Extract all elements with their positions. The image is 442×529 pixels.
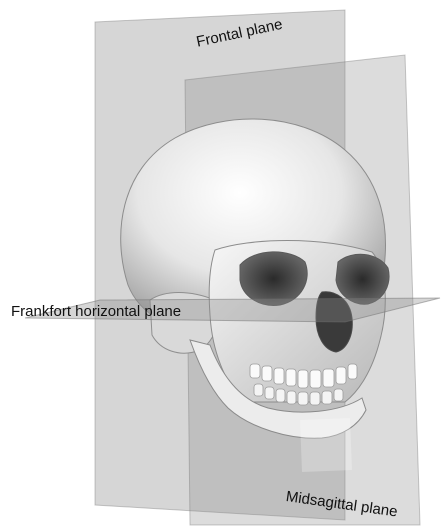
midsagittal-plane-highlight [300,418,352,472]
frankfort-horizontal-plane-label: Frankfort horizontal plane [11,304,181,319]
